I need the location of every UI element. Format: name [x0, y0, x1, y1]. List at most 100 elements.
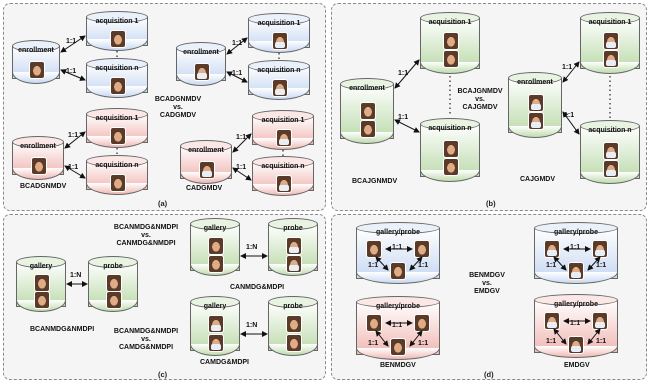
enrollment-label: enrollment: [349, 85, 385, 92]
masked-face-thumbnail: [208, 334, 224, 352]
acquisition-n-cylinder: acquisition n: [248, 60, 310, 100]
probe-cylinder: probe: [88, 256, 138, 312]
comparison-vs: vs.: [475, 96, 485, 103]
enrollment-cylinder: enrollment: [12, 40, 60, 84]
enrollment-label: enrollment: [20, 143, 56, 150]
acquisition-1-cylinder: acquisition 1: [420, 12, 480, 74]
ratio-label: 1:1: [596, 262, 607, 269]
acquisition-1-label: acquisition 1: [588, 19, 632, 26]
face-thumbnail: [366, 314, 382, 332]
enrollment-cylinder: enrollment: [180, 140, 232, 184]
acquisition-1-label: acquisition 1: [95, 115, 139, 122]
comparison-line: EMDGV: [474, 288, 500, 295]
gallery-cylinder: gallery: [16, 256, 66, 312]
comparison-line: CADGMDV: [159, 112, 197, 119]
enrollment-label: enrollment: [188, 147, 224, 154]
acquisition-1-label: acquisition 1: [257, 20, 301, 27]
gallery-probe-label: gallery/probe: [376, 229, 420, 236]
gallery-probe-label: gallery/probe: [376, 303, 420, 310]
gallery-label: gallery: [29, 263, 53, 270]
face-thumbnail: [390, 338, 406, 356]
masked-face-thumbnail: [544, 240, 560, 258]
face-thumbnail: [443, 50, 459, 68]
masked-face-thumbnail: [528, 112, 544, 130]
ratio-label: 1:N: [70, 272, 82, 279]
face-thumbnail: [110, 30, 126, 48]
acquisition-n-label: acquisition n: [261, 163, 305, 170]
face-thumbnail: [443, 32, 459, 50]
face-thumbnail: [208, 237, 224, 255]
enrollment-cylinder: enrollment: [508, 72, 562, 138]
caption-right: CADGMDV: [186, 185, 223, 192]
masked-face-thumbnail: [276, 129, 292, 147]
acquisition-n-label: acquisition n: [588, 127, 632, 134]
face-thumbnail: [286, 334, 302, 352]
comparison-vs: vs.: [173, 104, 183, 111]
masked-face-thumbnail: [568, 336, 584, 354]
gallery-label: gallery: [203, 303, 227, 310]
ratio-label: 1:1: [418, 340, 429, 347]
masked-face-thumbnail: [286, 255, 302, 273]
face-thumbnail: [208, 255, 224, 273]
masked-face-thumbnail: [194, 63, 210, 81]
masked-face-thumbnail: [208, 315, 224, 333]
face-thumbnail: [110, 77, 126, 95]
comparison-vs: vs.: [482, 280, 492, 287]
enrollment-cylinder: enrollment: [176, 42, 226, 86]
face-thumbnail: [34, 291, 50, 309]
caption-right: EMDGV: [564, 362, 590, 369]
comparison-line: BCADGNMDV: [154, 96, 202, 103]
acquisition-1-cylinder: acquisition 1: [580, 12, 640, 74]
masked-face-thumbnail: [603, 32, 619, 50]
acquisition-n-cylinder: acquisition n: [86, 155, 148, 195]
acquisition-1-label: acquisition 1: [428, 19, 472, 26]
comparison-vs: vs.: [141, 232, 151, 239]
enrollment-cylinder: enrollment: [340, 78, 394, 144]
probe-label: probe: [283, 225, 303, 232]
acquisition-n-label: acquisition n: [95, 65, 139, 72]
comparison-title: BCADGNMDV vs. CADGMDV: [148, 96, 208, 120]
acquisition-1-cylinder: acquisition 1: [86, 11, 148, 51]
panel-label: (d): [484, 370, 494, 379]
comparison-line: CAJGMDV: [462, 104, 498, 111]
probe-cylinder: probe: [268, 218, 318, 276]
comparison-title: BCANMDG&NMDPI vs. CAMDG&NMDPI: [108, 328, 184, 352]
acquisition-n-cylinder: acquisition n: [580, 120, 640, 184]
face-thumbnail: [110, 174, 126, 192]
gallery-cylinder: gallery: [190, 296, 240, 356]
panel-label: (a): [158, 199, 168, 208]
caption-bottom: CAMDG&MDPI: [200, 359, 249, 366]
comparison-line: BCAJGNMDV: [457, 88, 503, 95]
acquisition-1-cylinder: acquisition 1: [248, 13, 310, 53]
gallery-cylinder: gallery: [190, 218, 240, 276]
acquisition-1-cylinder: acquisition 1: [252, 110, 314, 150]
comparison-line: CANMDG&NMDPI: [116, 240, 176, 247]
masked-face-thumbnail: [276, 175, 292, 193]
acquisition-1-label: acquisition 1: [261, 117, 305, 124]
gallery-probe-cylinder: gallery/probe: [534, 294, 618, 358]
caption-mid: CANMDG&MDPI: [230, 284, 285, 291]
masked-face-thumbnail: [272, 32, 288, 50]
face-thumbnail: [366, 240, 382, 258]
face-thumbnail: [31, 157, 47, 175]
face-thumbnail: [110, 127, 126, 145]
face-thumbnail: [443, 140, 459, 158]
masked-face-thumbnail: [603, 50, 619, 68]
caption-left: BCANMDG&NMDPI: [30, 326, 95, 333]
face-thumbnail: [106, 291, 122, 309]
face-thumbnail: [390, 262, 406, 280]
panel-label: (b): [486, 199, 496, 208]
ratio-label: 1:1: [398, 114, 409, 121]
gallery-probe-label: gallery/probe: [554, 229, 598, 236]
masked-face-thumbnail: [592, 312, 608, 330]
ratio-label: 1:1: [418, 262, 429, 269]
gallery-probe-cylinder: gallery/probe: [356, 296, 440, 360]
masked-face-thumbnail: [199, 161, 215, 179]
masked-face-thumbnail: [603, 142, 619, 160]
face-thumbnail: [29, 61, 45, 79]
probe-label: probe: [103, 263, 123, 270]
masked-face-thumbnail: [544, 312, 560, 330]
masked-face-thumbnail: [272, 79, 288, 97]
comparison-line: BCANMDG&NMDPI: [113, 224, 179, 231]
